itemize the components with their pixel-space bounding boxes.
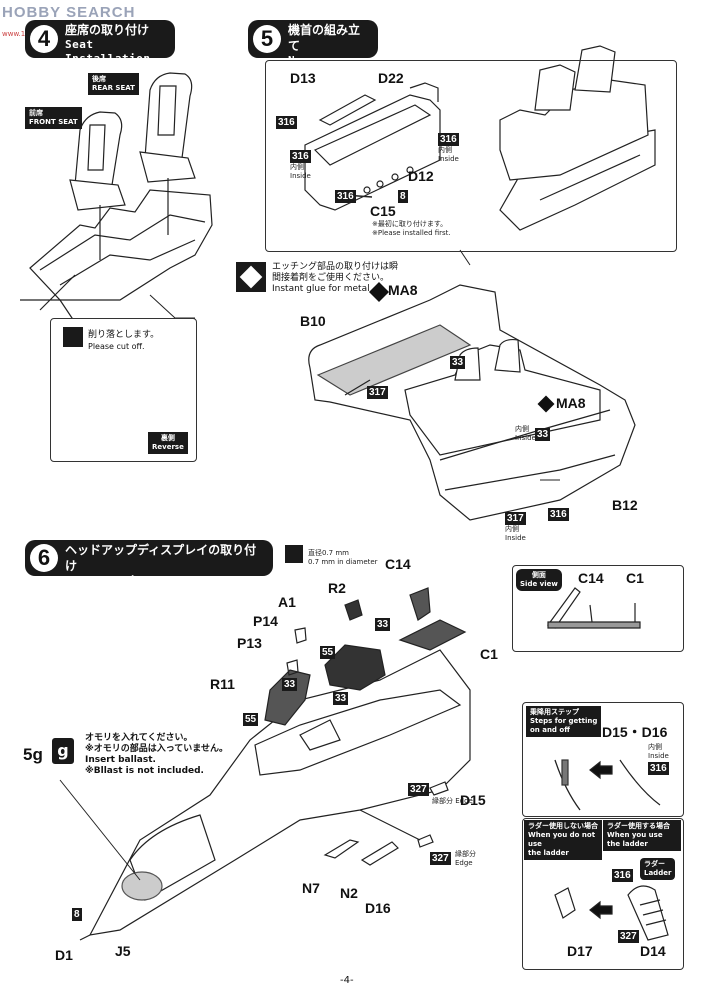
tag-55-a: 55 — [320, 646, 336, 659]
step4-header: 4 座席の取り付け Seat Installation — [25, 20, 175, 65]
part-ma8-b: MA8 — [556, 395, 586, 411]
part-r2: R2 — [328, 580, 346, 596]
tag-33-a: 33 — [450, 356, 466, 369]
part-d17: D17 — [567, 943, 593, 959]
ladder-drawings — [554, 759, 669, 941]
tag-33-b: 33 — [535, 428, 551, 441]
part-d22: D22 — [378, 70, 404, 86]
step4-cockpit-drawing — [20, 72, 213, 331]
part-b12: B12 — [612, 497, 638, 513]
part-d16: D16 — [365, 900, 391, 916]
tag-55-b: 55 — [243, 713, 259, 726]
side-part-c1: C1 — [626, 570, 644, 586]
part-c14: C14 — [385, 556, 411, 572]
etching-note: エッチング部品の取り付けは瞬間接着剤をご使用ください。Instant glue … — [272, 262, 399, 294]
part-d1: D1 — [55, 947, 73, 963]
ladder-options-box — [522, 818, 684, 970]
part-j5: J5 — [115, 943, 131, 959]
steps-box — [522, 702, 684, 817]
step6-title-en: Head-Up Display Installation — [65, 574, 172, 601]
page-number: -4- — [340, 975, 354, 986]
tag-316-a: 316 — [276, 116, 297, 129]
part-d13: D13 — [290, 70, 316, 86]
tag-327-c: 327 — [618, 930, 639, 943]
step5-subassembly-drawing — [304, 45, 656, 231]
side-view-drawing — [547, 587, 641, 629]
tag-317-b: 317 — [505, 512, 526, 525]
etching-icon — [236, 262, 266, 292]
ballast-note: オモリを入れてください。 ※オモリの部品は入っていません。 Insert bal… — [85, 733, 229, 776]
step5-header: 5 機首の組み立て Nose Assembly — [248, 20, 378, 81]
part-ma8-a: MA8 — [388, 282, 418, 298]
tag-33-d: 33 — [282, 678, 298, 691]
step5-title-jp: 機首の組み立て — [288, 23, 361, 53]
drill-icon — [285, 545, 303, 563]
tag-327-b: 327 — [430, 852, 451, 865]
tag-316-f: 316 — [648, 762, 669, 775]
part-n7: N7 — [302, 880, 320, 896]
tag-33-e: 33 — [333, 692, 349, 705]
tag-327-a: 327 — [408, 783, 429, 796]
tag-316-c: 316 — [438, 133, 459, 146]
tag-8: 8 — [398, 190, 408, 203]
part-c15: C15 — [370, 203, 396, 219]
step5-fuselage-drawing — [308, 284, 636, 521]
part-n2: N2 — [340, 885, 358, 901]
step5-number: 5 — [253, 25, 281, 53]
part-p13: P13 — [237, 635, 262, 651]
weight-icon: g — [52, 738, 74, 764]
part-d14: D14 — [640, 943, 666, 959]
part-c1: C1 — [480, 646, 498, 662]
tag-316-e: 316 — [548, 508, 569, 521]
cut-note: 削り落とします。Please cut off. — [88, 330, 160, 351]
step6-title-jp: ヘッドアップディスプレイの取り付け — [65, 543, 257, 573]
step5-subassembly-box — [265, 60, 677, 252]
edge-note-a: 縁部分 Edge — [432, 797, 473, 805]
part-p14: P14 — [253, 613, 278, 629]
side-view-box — [512, 565, 684, 652]
part-b10: B10 — [300, 313, 326, 329]
install-first-note: ※最初に取り付けます。※Please installed first. — [372, 220, 451, 237]
watermark-text: HOBBY SEARCH — [2, 4, 136, 21]
step6-number: 6 — [30, 544, 58, 572]
tag-33-c: 33 — [375, 618, 391, 631]
part-d15-d16: D15・D16 — [602, 724, 668, 740]
tag-317-a: 317 — [367, 386, 388, 399]
step4-title-en: Seat Installation — [65, 38, 151, 65]
part-d12: D12 — [408, 168, 434, 184]
step4-title-jp: 座席の取り付け — [65, 23, 150, 37]
part-r11: R11 — [210, 676, 235, 692]
tag-8-b: 8 — [72, 908, 82, 921]
step6-header: 6 ヘッドアップディスプレイの取り付け Head-Up Display Inst… — [25, 540, 273, 601]
step4-number: 4 — [30, 25, 58, 53]
tag-316-b: 316 — [290, 150, 311, 163]
part-d15: D15 — [460, 792, 486, 808]
weight-value: 5g — [23, 745, 43, 764]
tag-316-g: 316 — [612, 869, 633, 882]
part-a1: A1 — [278, 594, 296, 610]
tag-316-d: 316 — [335, 190, 356, 203]
side-part-c14: C14 — [578, 570, 604, 586]
step6-fuselage-drawing — [59, 587, 471, 941]
cut-icon — [63, 327, 83, 347]
